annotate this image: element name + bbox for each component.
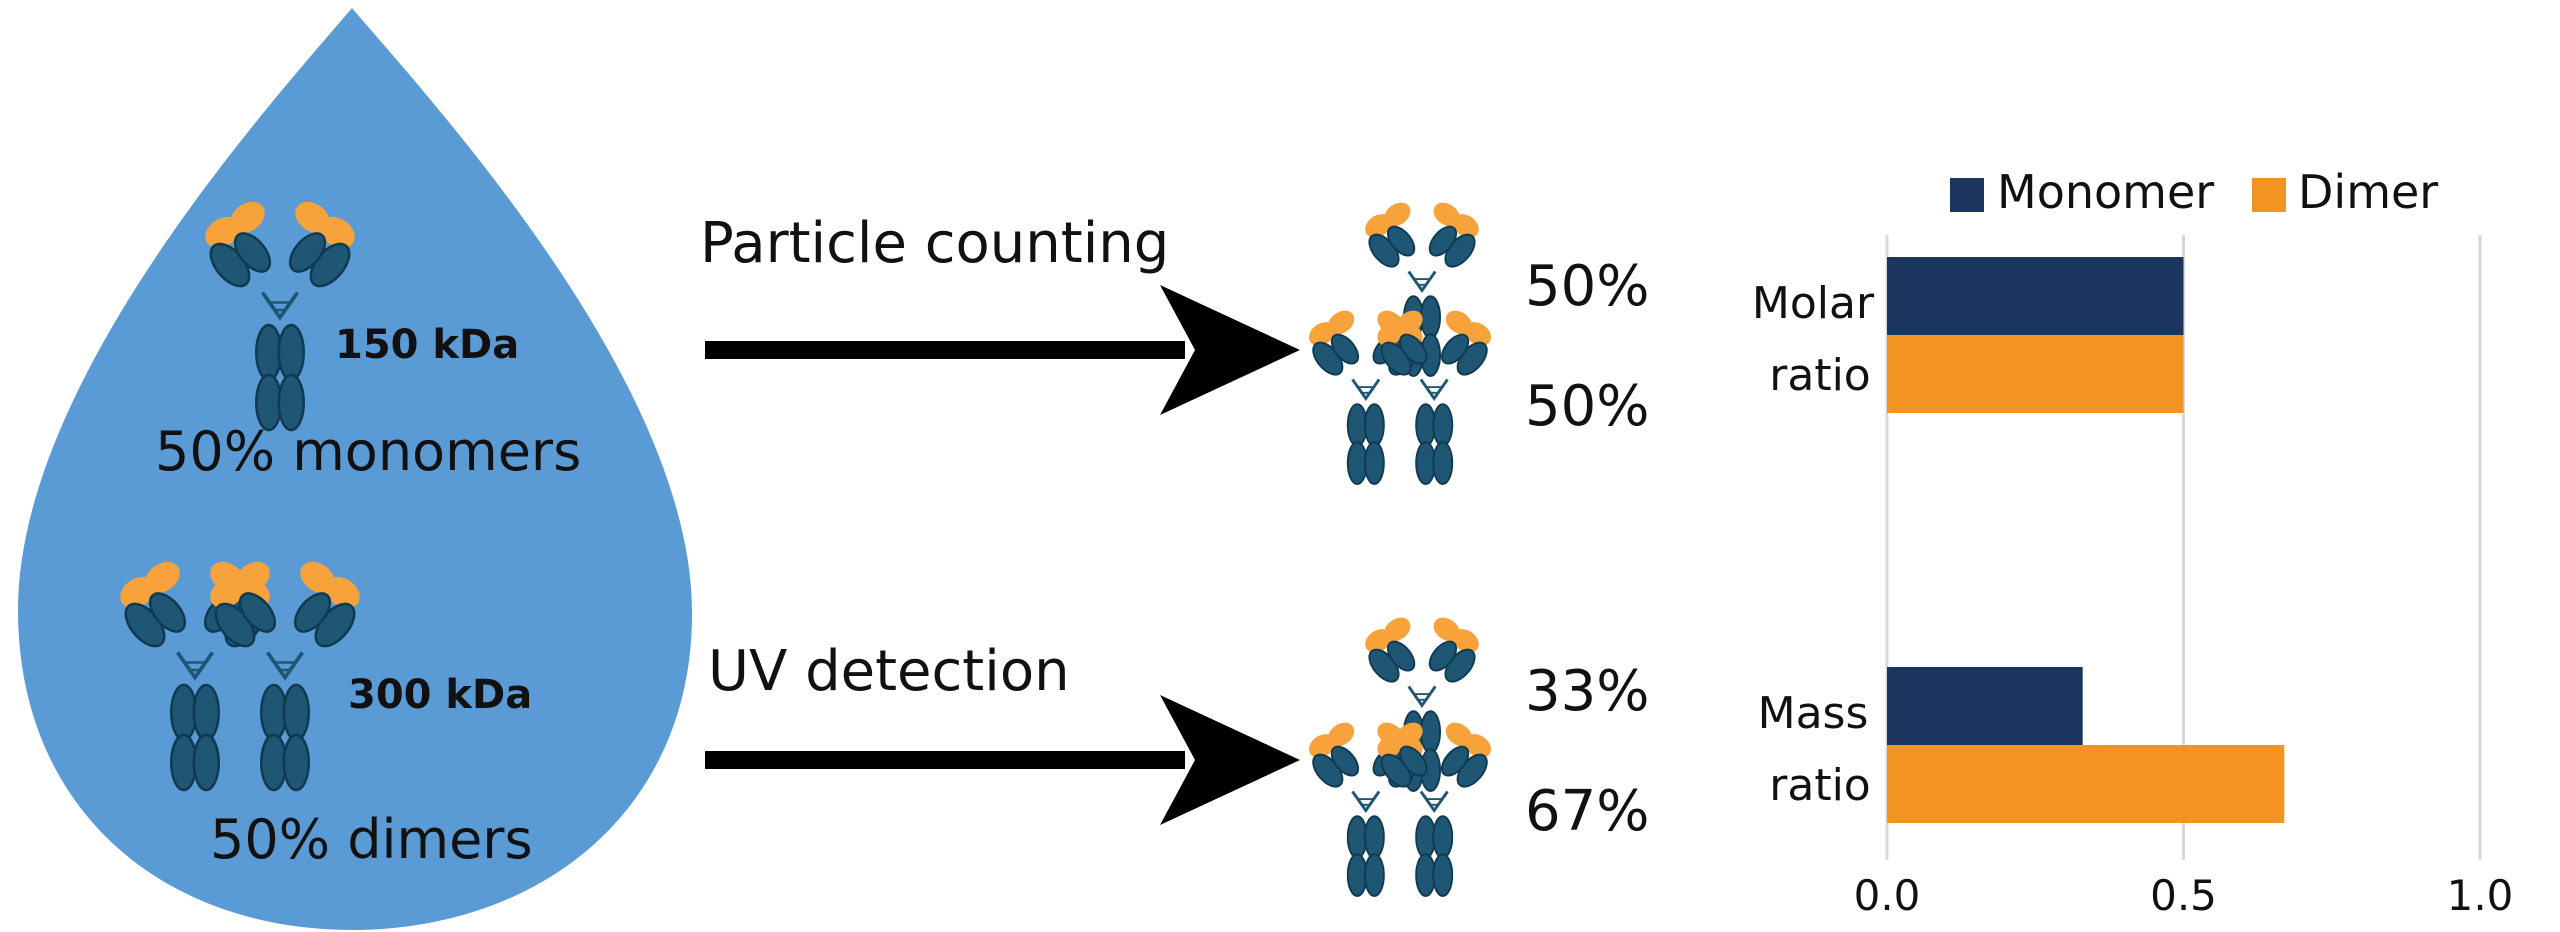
dimer-antibody-icon [1304,306,1495,484]
method-label-particle-counting: Particle counting [700,211,1169,276]
uv-dimer-percent: 67% [1525,779,1649,844]
dimer-caption: 50% dimers [210,808,533,871]
bar-monomer-mass-ratio [1887,667,2083,745]
dimer-antibody-icon [1304,718,1495,896]
category-label-molar-ratio: Molar ratio [1752,278,1888,401]
method-label-uv-detection: UV detection [708,639,1070,704]
dimer-mass-label: 300 kDa [348,672,532,718]
arrow-right-icon [705,285,1300,415]
bar-dimer-mass-ratio [1887,745,2285,823]
particle-monomer-percent: 50% [1525,254,1649,319]
x-tick-label: 0.0 [1854,871,1921,920]
x-tick-label: 0.5 [2150,871,2217,920]
category-label-mass-ratio: Mass ratio [1758,688,1883,811]
legend-label-monomer: Monomer [1997,165,2214,219]
legend-label-dimer: Dimer [2298,165,2438,219]
uv-monomer-percent: 33% [1525,659,1649,724]
particle-dimer-percent: 50% [1525,374,1649,439]
legend-swatch-monomer [1950,178,1984,212]
bar-monomer-molar-ratio [1887,257,2184,335]
x-tick-label: 1.0 [2447,871,2514,920]
monomer-caption: 50% monomers [155,420,581,483]
arrow-right-icon [705,695,1300,825]
monomer-mass-label: 150 kDa [335,322,519,368]
bar-dimer-molar-ratio [1887,335,2184,413]
legend-swatch-dimer [2252,178,2286,212]
ratio-bar-chart: Monomer Dimer Molar ratio Mass ratio 0.0… [1752,165,2513,920]
